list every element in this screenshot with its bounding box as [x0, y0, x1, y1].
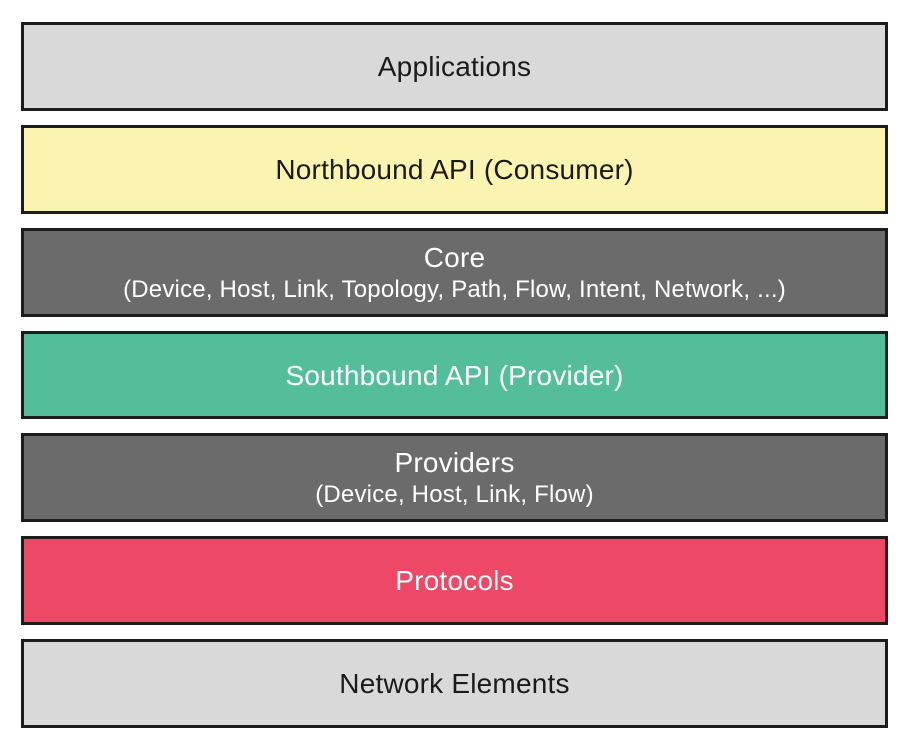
layer-label: Southbound API (Provider)	[285, 359, 624, 391]
layer-southbound-api: Southbound API (Provider)	[21, 330, 888, 420]
layer-label: Core	[423, 241, 486, 273]
layer-sublabel: (Device, Host, Link, Flow)	[315, 481, 594, 509]
layer-network-elements: Network Elements	[21, 639, 888, 729]
layer-providers: Providers (Device, Host, Link, Flow)	[21, 433, 888, 523]
layer-sublabel: (Device, Host, Link, Topology, Path, Flo…	[123, 275, 786, 303]
layer-northbound-api: Northbound API (Consumer)	[21, 124, 888, 214]
layer-protocols: Protocols	[21, 536, 888, 626]
layer-label: Providers	[394, 447, 515, 479]
layer-label: Northbound API (Consumer)	[275, 153, 634, 185]
layer-label: Network Elements	[339, 668, 570, 700]
layer-label: Applications	[377, 50, 532, 82]
layer-core: Core (Device, Host, Link, Topology, Path…	[21, 227, 888, 317]
layer-label: Protocols	[395, 565, 514, 597]
layer-applications: Applications	[21, 22, 888, 111]
